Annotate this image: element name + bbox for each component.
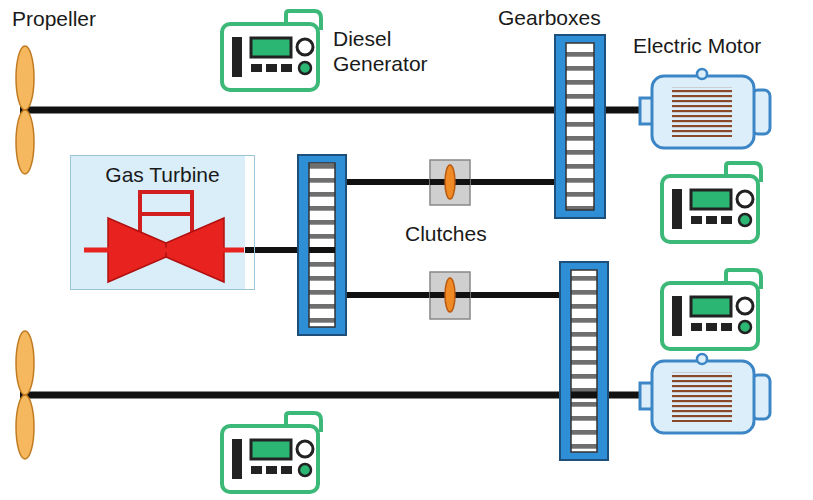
clutches-label: Clutches: [405, 221, 525, 246]
diesel-generator-label: Diesel Generator: [333, 26, 443, 76]
box-title: Gas Turbine: [71, 156, 254, 187]
gas-turbine-housing: Gas Turbine: [70, 155, 255, 290]
propeller-label: Propeller: [12, 6, 142, 31]
electric-motor-label: Electric Motor: [633, 33, 808, 58]
gearboxes-label: Gearboxes: [498, 5, 628, 30]
